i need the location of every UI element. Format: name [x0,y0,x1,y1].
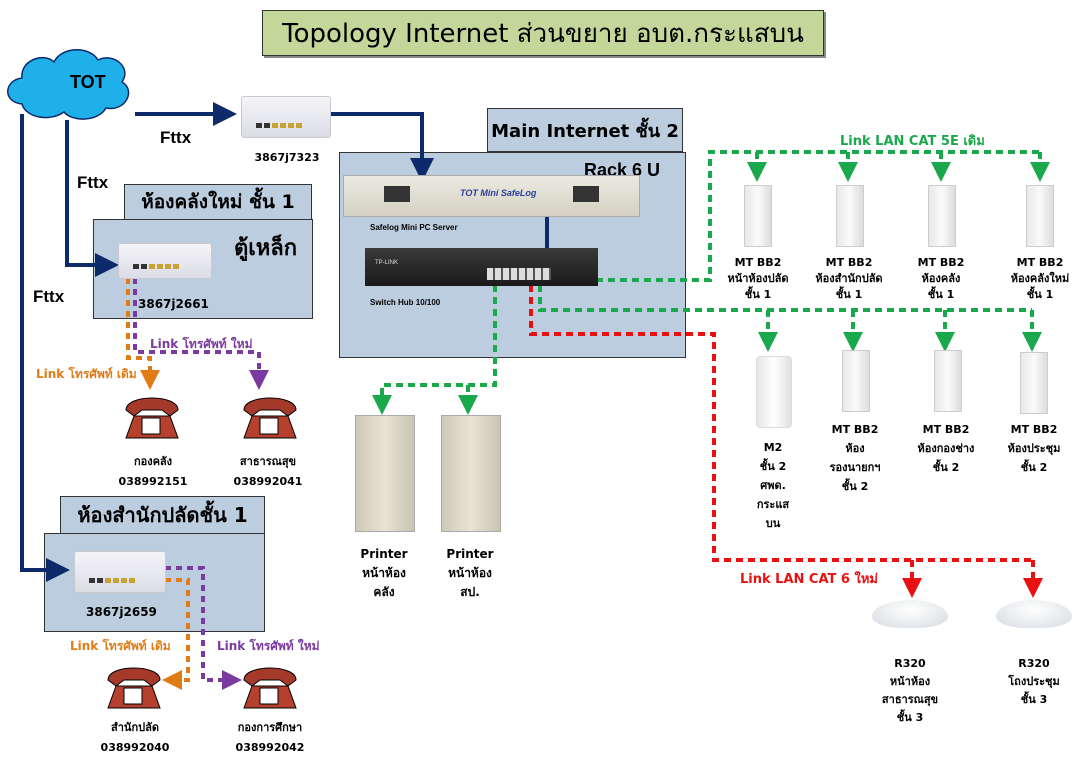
access-point-r320-icon [872,600,948,628]
phone-number: 038992042 [235,741,305,754]
zone-store-header: ห้องคลังใหม่ ชั้น 1 [124,184,312,220]
printer-icon [355,415,415,532]
phone-number: 038992041 [233,475,303,488]
telephone-icon [240,658,300,719]
fiber-to-store-ont [65,120,119,277]
access-point-icon [928,185,956,247]
fttx-label-office: Fttx [33,287,65,306]
fttx-label-store: Fttx [77,173,109,192]
access-point-icon [842,350,870,412]
diagram-title: Topology Internet ส่วนขยาย อบต.กระแสบน [262,10,824,56]
phone-name: กองการศึกษา [237,721,303,734]
phone-number: 038992040 [100,741,170,754]
cloud-label: TOT [70,72,106,92]
phone-name: สาธารณสุข [239,455,297,468]
ont-store-label: 3867j2661 [138,297,209,311]
ont-router-main [241,96,331,138]
access-point-m2-icon [756,356,792,428]
zone-office-header: ห้องสำนักปลัดชั้น 1 [60,496,265,534]
switch-hub: TP-LINK [365,248,598,286]
access-point-icon [1026,185,1054,247]
phone-link-new-office: Link โทรศัพท์ ใหม่ [217,639,320,653]
cat5e-link-label: Link LAN CAT 5E เดิม [840,134,985,149]
zone-main-header: Main Internet ชั้น 2 [487,108,683,152]
fttx-label-main: Fttx [160,128,192,147]
telephone-icon [122,388,182,449]
cat6-link-label: Link LAN CAT 6 ใหม่ [740,572,878,587]
telephone-icon [104,658,164,719]
tot-cloud-icon [7,49,130,120]
access-point-icon [1020,352,1048,414]
cabinet-label: ตู้เหล็ก [234,236,298,261]
access-point-icon [744,185,772,247]
fiber-ont-to-server [330,112,434,182]
server-label: Safelog Mini PC Server [370,223,458,232]
switch-label: Switch Hub 10/100 [370,298,441,307]
telephone-icon [240,388,300,449]
server-brand: TOT Mini SafeLog [460,188,537,198]
phone-number: 038992151 [118,475,188,488]
ont-router-store [118,243,212,279]
phone-link-new-store: Link โทรศัพท์ ใหม่ [150,337,253,351]
phone-link-old-office: Link โทรศัพท์ เดิม [70,639,171,653]
phone-link-old-store: Link โทรศัพท์ เดิม [36,367,137,381]
phone-name: สำนักปลัด [111,721,159,734]
fiber-to-office-ont [20,114,70,582]
printer-icon [441,415,501,532]
ont-main-label: 3867j7323 [254,151,320,164]
mini-pc-server: TOT Mini SafeLog [343,175,640,217]
access-point-r320-icon [996,600,1072,628]
ont-router-office [74,551,166,593]
phone-name: กองคลัง [133,455,173,468]
access-point-icon [836,185,864,247]
access-point-icon [934,350,962,412]
ont-office-label: 3867j2659 [86,605,157,619]
switch-brand: TP-LINK [375,260,399,266]
